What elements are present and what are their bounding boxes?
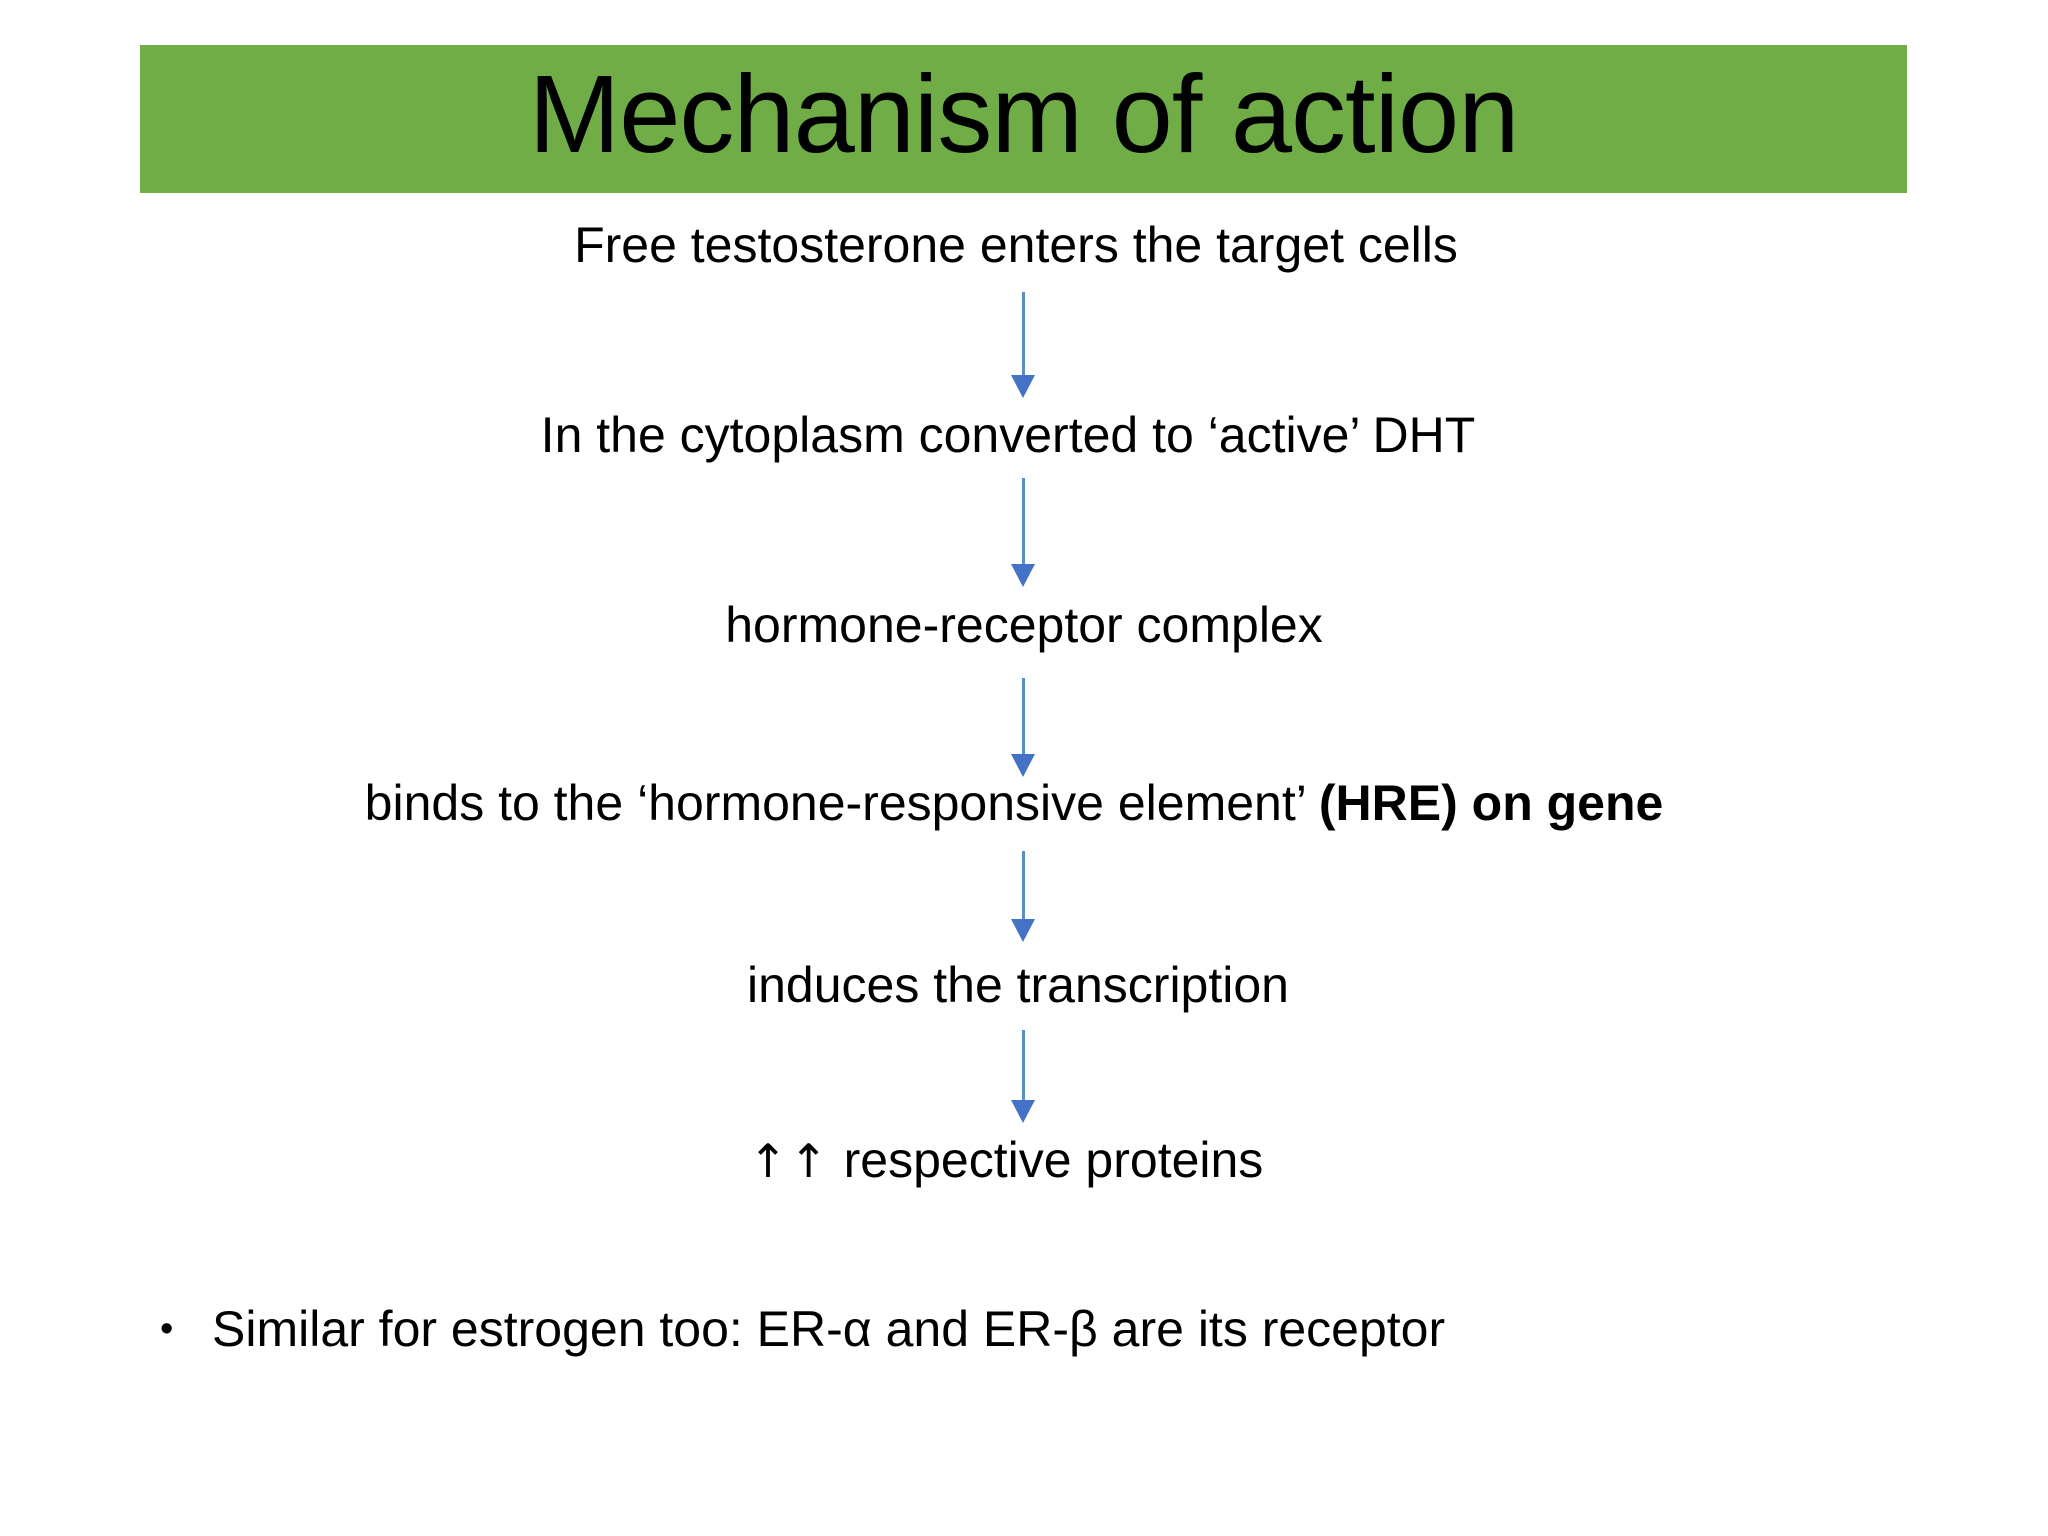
- arrow-head: [1011, 375, 1035, 398]
- bullet-point-icon: •: [160, 1308, 174, 1350]
- flow-step-2: In the cytoplasm converted to ‘active’ D…: [540, 407, 1476, 463]
- down-arrow-icon: [1003, 1030, 1043, 1124]
- flow-step-1: Free testosterone enters the target cell…: [574, 217, 1458, 273]
- arrow-shaft: [1022, 478, 1025, 566]
- arrow-head: [1011, 564, 1035, 587]
- flow-step-4-normal: binds to the ‘hormone-responsive element…: [364, 775, 1319, 831]
- arrow-shaft: [1022, 1030, 1025, 1102]
- arrow-shaft: [1022, 851, 1025, 921]
- arrow-shaft: [1022, 678, 1025, 756]
- arrow-head: [1011, 754, 1035, 777]
- bullet-list-item: • Similar for estrogen too: ER-α and ER-…: [160, 1298, 1445, 1360]
- flow-step-6: ↑↑ respective proteins: [0, 1130, 2030, 1191]
- up-arrow-icons: ↑↑: [748, 1134, 830, 1188]
- down-arrow-icon: [1003, 851, 1043, 943]
- bullet-item-label: Similar for estrogen too: ER-α and ER-β …: [212, 1301, 1446, 1357]
- arrow-head: [1011, 919, 1035, 942]
- arrow-head: [1011, 1100, 1035, 1123]
- down-arrow-icon: [1003, 678, 1043, 778]
- flow-step-4-bold: (HRE) on gene: [1318, 775, 1664, 831]
- arrow-shaft: [1022, 292, 1025, 377]
- flow-step-4: binds to the ‘hormone-responsive element…: [0, 773, 2038, 833]
- flow-step-3: hormone-receptor complex: [725, 597, 1323, 653]
- flow-step-5: induces the transcription: [747, 957, 1289, 1013]
- title-banner: Mechanism of action: [140, 45, 1907, 193]
- page-title: Mechanism of action: [528, 53, 1520, 176]
- flow-step-6-label: respective proteins: [829, 1132, 1264, 1188]
- down-arrow-icon: [1003, 292, 1043, 398]
- down-arrow-icon: [1003, 478, 1043, 588]
